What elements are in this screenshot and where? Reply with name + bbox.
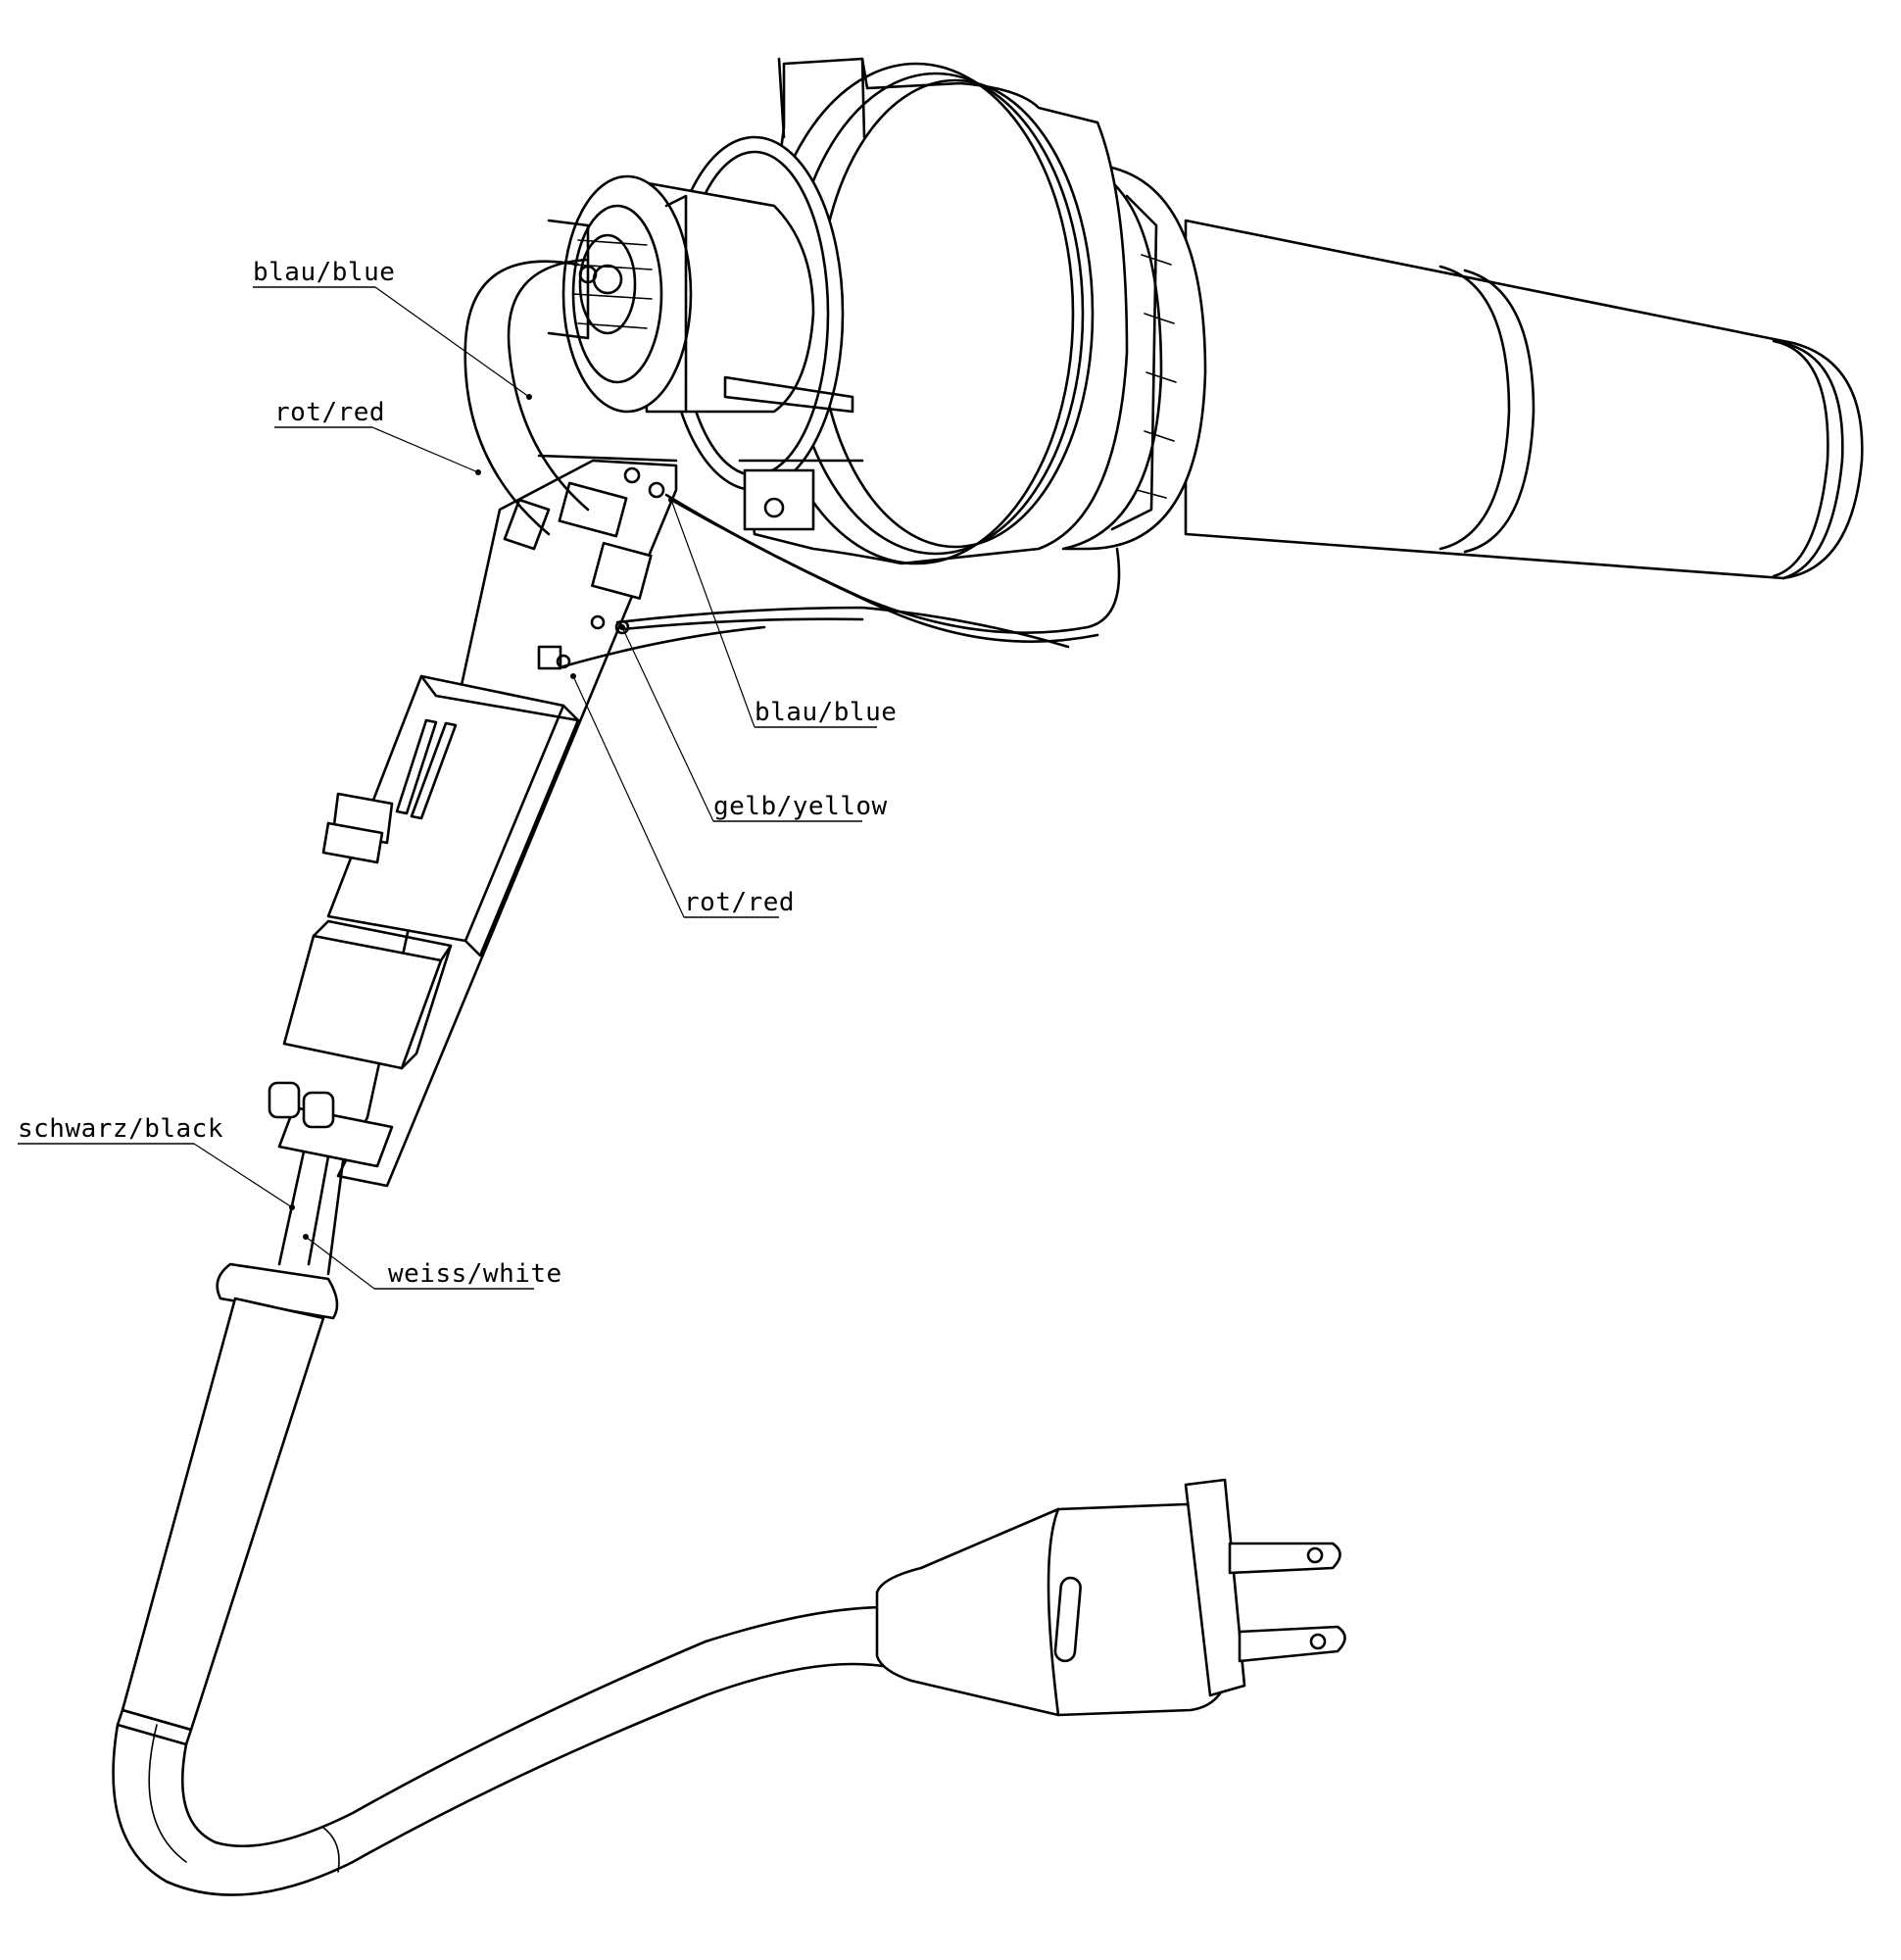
capacitor-block <box>282 919 453 1070</box>
motor <box>547 174 854 414</box>
nozzle-tube <box>1184 219 1864 580</box>
terminal-block <box>268 1081 394 1168</box>
housing-flange <box>1061 165 1207 551</box>
label-weiss-white: weiss/white <box>388 1259 562 1289</box>
label-blau-blue-2: blau/blue <box>755 698 897 727</box>
switch-block <box>321 674 580 957</box>
label-rot-red-1: rot/red <box>274 398 385 427</box>
label-rot-red-2: rot/red <box>684 888 795 917</box>
power-cable <box>112 1262 889 1896</box>
internal-wires <box>277 258 1121 1276</box>
label-blau-blue-1: blau/blue <box>253 258 395 287</box>
leader-lines <box>18 286 877 1290</box>
label-schwarz-black: schwarz/black <box>18 1114 223 1144</box>
plug <box>875 1478 1346 1717</box>
label-gelb-yellow: gelb/yellow <box>713 792 888 821</box>
